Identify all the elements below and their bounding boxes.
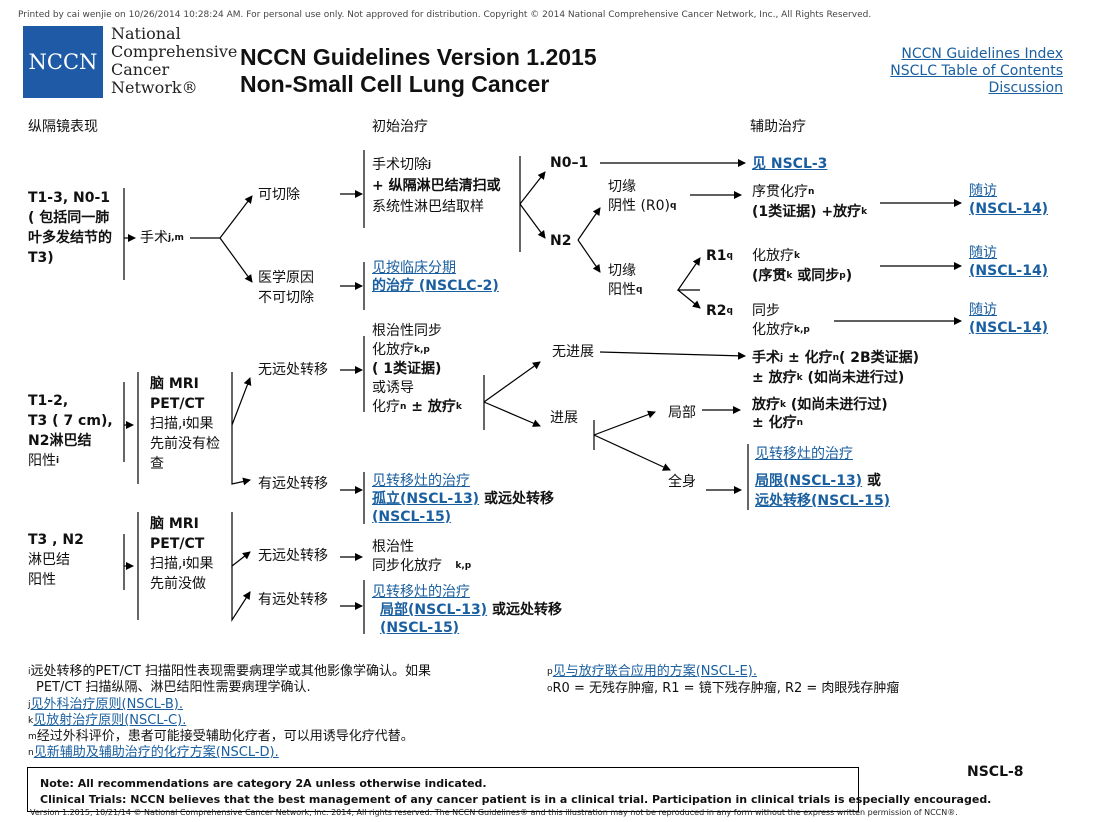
resectable-label: 可切除: [258, 187, 300, 203]
no-distant-metastases-label: 无远处转移: [258, 362, 328, 378]
footnote-m: m经过外科评价，患者可能接受辅助化疗者，可以用诱导化疗代替。: [28, 729, 414, 744]
footnote-p[interactable]: p见与放疗联合应用的方案(NSCL-E).: [547, 664, 757, 679]
top-links: NCCN Guidelines Index NSCLC Table of Con…: [890, 46, 1063, 97]
see-staging-line[interactable]: 的治疗 (NSCLC-2): [372, 278, 499, 294]
note-line-1: Note: All recommendations are category 2…: [40, 777, 487, 790]
surgery-node: 手术j,m: [140, 229, 184, 247]
nccn-logo: NCCN: [23, 26, 103, 98]
medically-line: 不可切除: [258, 290, 314, 306]
followup-link-3[interactable]: 随访 (NSCL-14): [969, 302, 1049, 336]
see-nscl-3-link[interactable]: 见 NSCL-3: [752, 156, 828, 172]
followup-link-2[interactable]: 随访 (NSCL-14): [969, 245, 1049, 279]
presentation-t1-3-n0-1: T1-3, N0-1 ( 包括同一肺 叶多发结节的 T3): [28, 188, 112, 268]
logo-line: Cancer: [111, 60, 170, 79]
presentation-line: T1-3, N0-1: [28, 190, 111, 206]
progression-label: 进展: [550, 410, 578, 426]
title-line-2: Non-Small Cell Lung Cancer: [240, 71, 550, 97]
footnote-i: i远处转移的PET/CT 扫描阳性表现需要病理学或其他影像学确认。如果 PET/…: [28, 664, 432, 695]
page-code: NSCL-8: [967, 764, 1024, 780]
r1-label: R1q: [706, 248, 733, 264]
presentation-line: T3): [28, 250, 54, 266]
logo-line: Network®: [111, 78, 198, 97]
definitive-chemoradiation-node: 根治性同步 化放疗k,p ( 1类证据) 或诱导 化疗n ± 放疗k: [372, 323, 462, 415]
note-line-2: Clinical Trials: NCCN believes that the …: [40, 793, 992, 806]
op-line-1: 手术切除j: [372, 157, 432, 173]
surgical-resection-node: 手术切除j + 纵隔淋巴结清扫或 系统性淋巴结取样: [372, 155, 501, 218]
sequential-chemo-node: 序贯化疗n (1类证据) +放疗k: [752, 184, 868, 220]
no-distant-metastases-label-2: 无远处转移: [258, 548, 328, 564]
n2-label: N2: [550, 233, 572, 249]
local-label: 局部: [668, 405, 696, 421]
footnote-k[interactable]: k见放射治疗原则(NSCL-C).: [28, 713, 187, 728]
presentation-t1-2-n2: T1-2, T3 ( 7 cm), N2淋巴结 阳性i: [28, 393, 113, 469]
presentation-line: ( 包括同一肺: [28, 210, 110, 226]
r2-concurrent-node: 同步 化放疗k,p: [752, 303, 810, 338]
brain-mri-petct-node-2: 脑 MRI PET/CT 扫描,i如果 先前没做: [150, 516, 214, 592]
surgery-label: 手术: [140, 230, 168, 246]
followup-link-1[interactable]: 随访 (NSCL-14): [969, 183, 1049, 217]
footnote-q: oR0 = 无残存肿瘤, R1 = 镜下残存肿瘤, R2 = 肉眼残存肿瘤: [547, 681, 900, 696]
presentation-line: 叶多发结节的: [28, 230, 112, 246]
see-staging-line[interactable]: 见按临床分期: [372, 260, 456, 276]
footer-copyright: Version 1.2015, 10/21/14 © National Comp…: [30, 808, 958, 817]
n0-1-label: N0–1: [550, 155, 589, 171]
systemic-metastases-links[interactable]: 见转移灶的治疗 局限(NSCL-13) 或 远处转移(NSCL-15): [755, 446, 891, 509]
distant-metastases-label: 有远处转移: [258, 476, 328, 492]
column-header-initial: 初始治疗: [372, 119, 428, 135]
page-title: NCCN Guidelines Version 1.2015 Non-Small…: [240, 44, 597, 98]
definitive-concurrent-node: 根治性 同步化放疗 k,p: [372, 539, 472, 574]
r2-label: R2q: [706, 303, 733, 319]
toc-link[interactable]: NSCLC Table of Contents: [890, 63, 1063, 79]
medically-line: 医学原因: [258, 270, 314, 286]
brain-mri-petct-node: 脑 MRI PET/CT 扫描,i如果 先前没有检 查: [150, 376, 220, 472]
see-staging-link[interactable]: 见按临床分期 的治疗 (NSCLC-2): [372, 259, 499, 295]
radiotherapy-node: 放疗k (如尚未进行过) ± 化疗n: [752, 397, 888, 431]
distant-metastases-label-2: 有远处转移: [258, 592, 328, 608]
surgery-chemo-node: 手术j ± 化疗n( 2B类证据) ± 放疗k (如尚未进行过): [752, 350, 920, 386]
title-line-1: NCCN Guidelines Version 1.2015: [240, 44, 597, 70]
logo-line: National: [111, 24, 181, 43]
print-notice: Printed by cai wenjie on 10/26/2014 10:2…: [18, 10, 872, 20]
r1-chemoradiation-node: 化放疗k (序贯k 或同步p): [752, 248, 853, 284]
footnote-j[interactable]: j见外科治疗原则(NSCL-B).: [28, 697, 184, 712]
medically-inoperable: 医学原因 不可切除: [258, 268, 314, 308]
footnote-ref: j,m: [168, 233, 184, 243]
logo-line: Comprehensive: [111, 42, 238, 61]
discussion-link[interactable]: Discussion: [988, 80, 1063, 96]
distant-metastases-links[interactable]: 见转移灶的治疗 孤立(NSCL-13) 或远处转移 (NSCL-15): [372, 473, 554, 525]
margins-negative: 切缘 阴性 (R0)q: [608, 179, 677, 214]
margins-positive: 切缘 阳性q: [608, 263, 643, 298]
column-header-adjuvant: 辅助治疗: [750, 119, 806, 135]
op-line-3: 系统性淋巴结取样: [372, 199, 484, 215]
no-progression-label: 无进展: [552, 344, 594, 360]
presentation-t3-n2: T3 , N2 淋巴结 阳性: [28, 532, 84, 588]
column-header-presentation: 纵隔镜表现: [28, 119, 98, 135]
systemic-label: 全身: [668, 474, 696, 490]
metastases-links-2[interactable]: 见转移灶的治疗 局部(NSCL-13) 或远处转移 (NSCL-15): [372, 584, 562, 636]
op-line-2: + 纵隔淋巴结清扫或: [372, 178, 501, 194]
footnote-n[interactable]: n见新辅助及辅助治疗的化疗方案(NSCL-D).: [28, 745, 279, 760]
logo-name: National Comprehensive Cancer Network®: [111, 25, 237, 97]
note-box: Note: All recommendations are category 2…: [27, 767, 991, 812]
guidelines-index-link[interactable]: NCCN Guidelines Index: [901, 46, 1063, 62]
